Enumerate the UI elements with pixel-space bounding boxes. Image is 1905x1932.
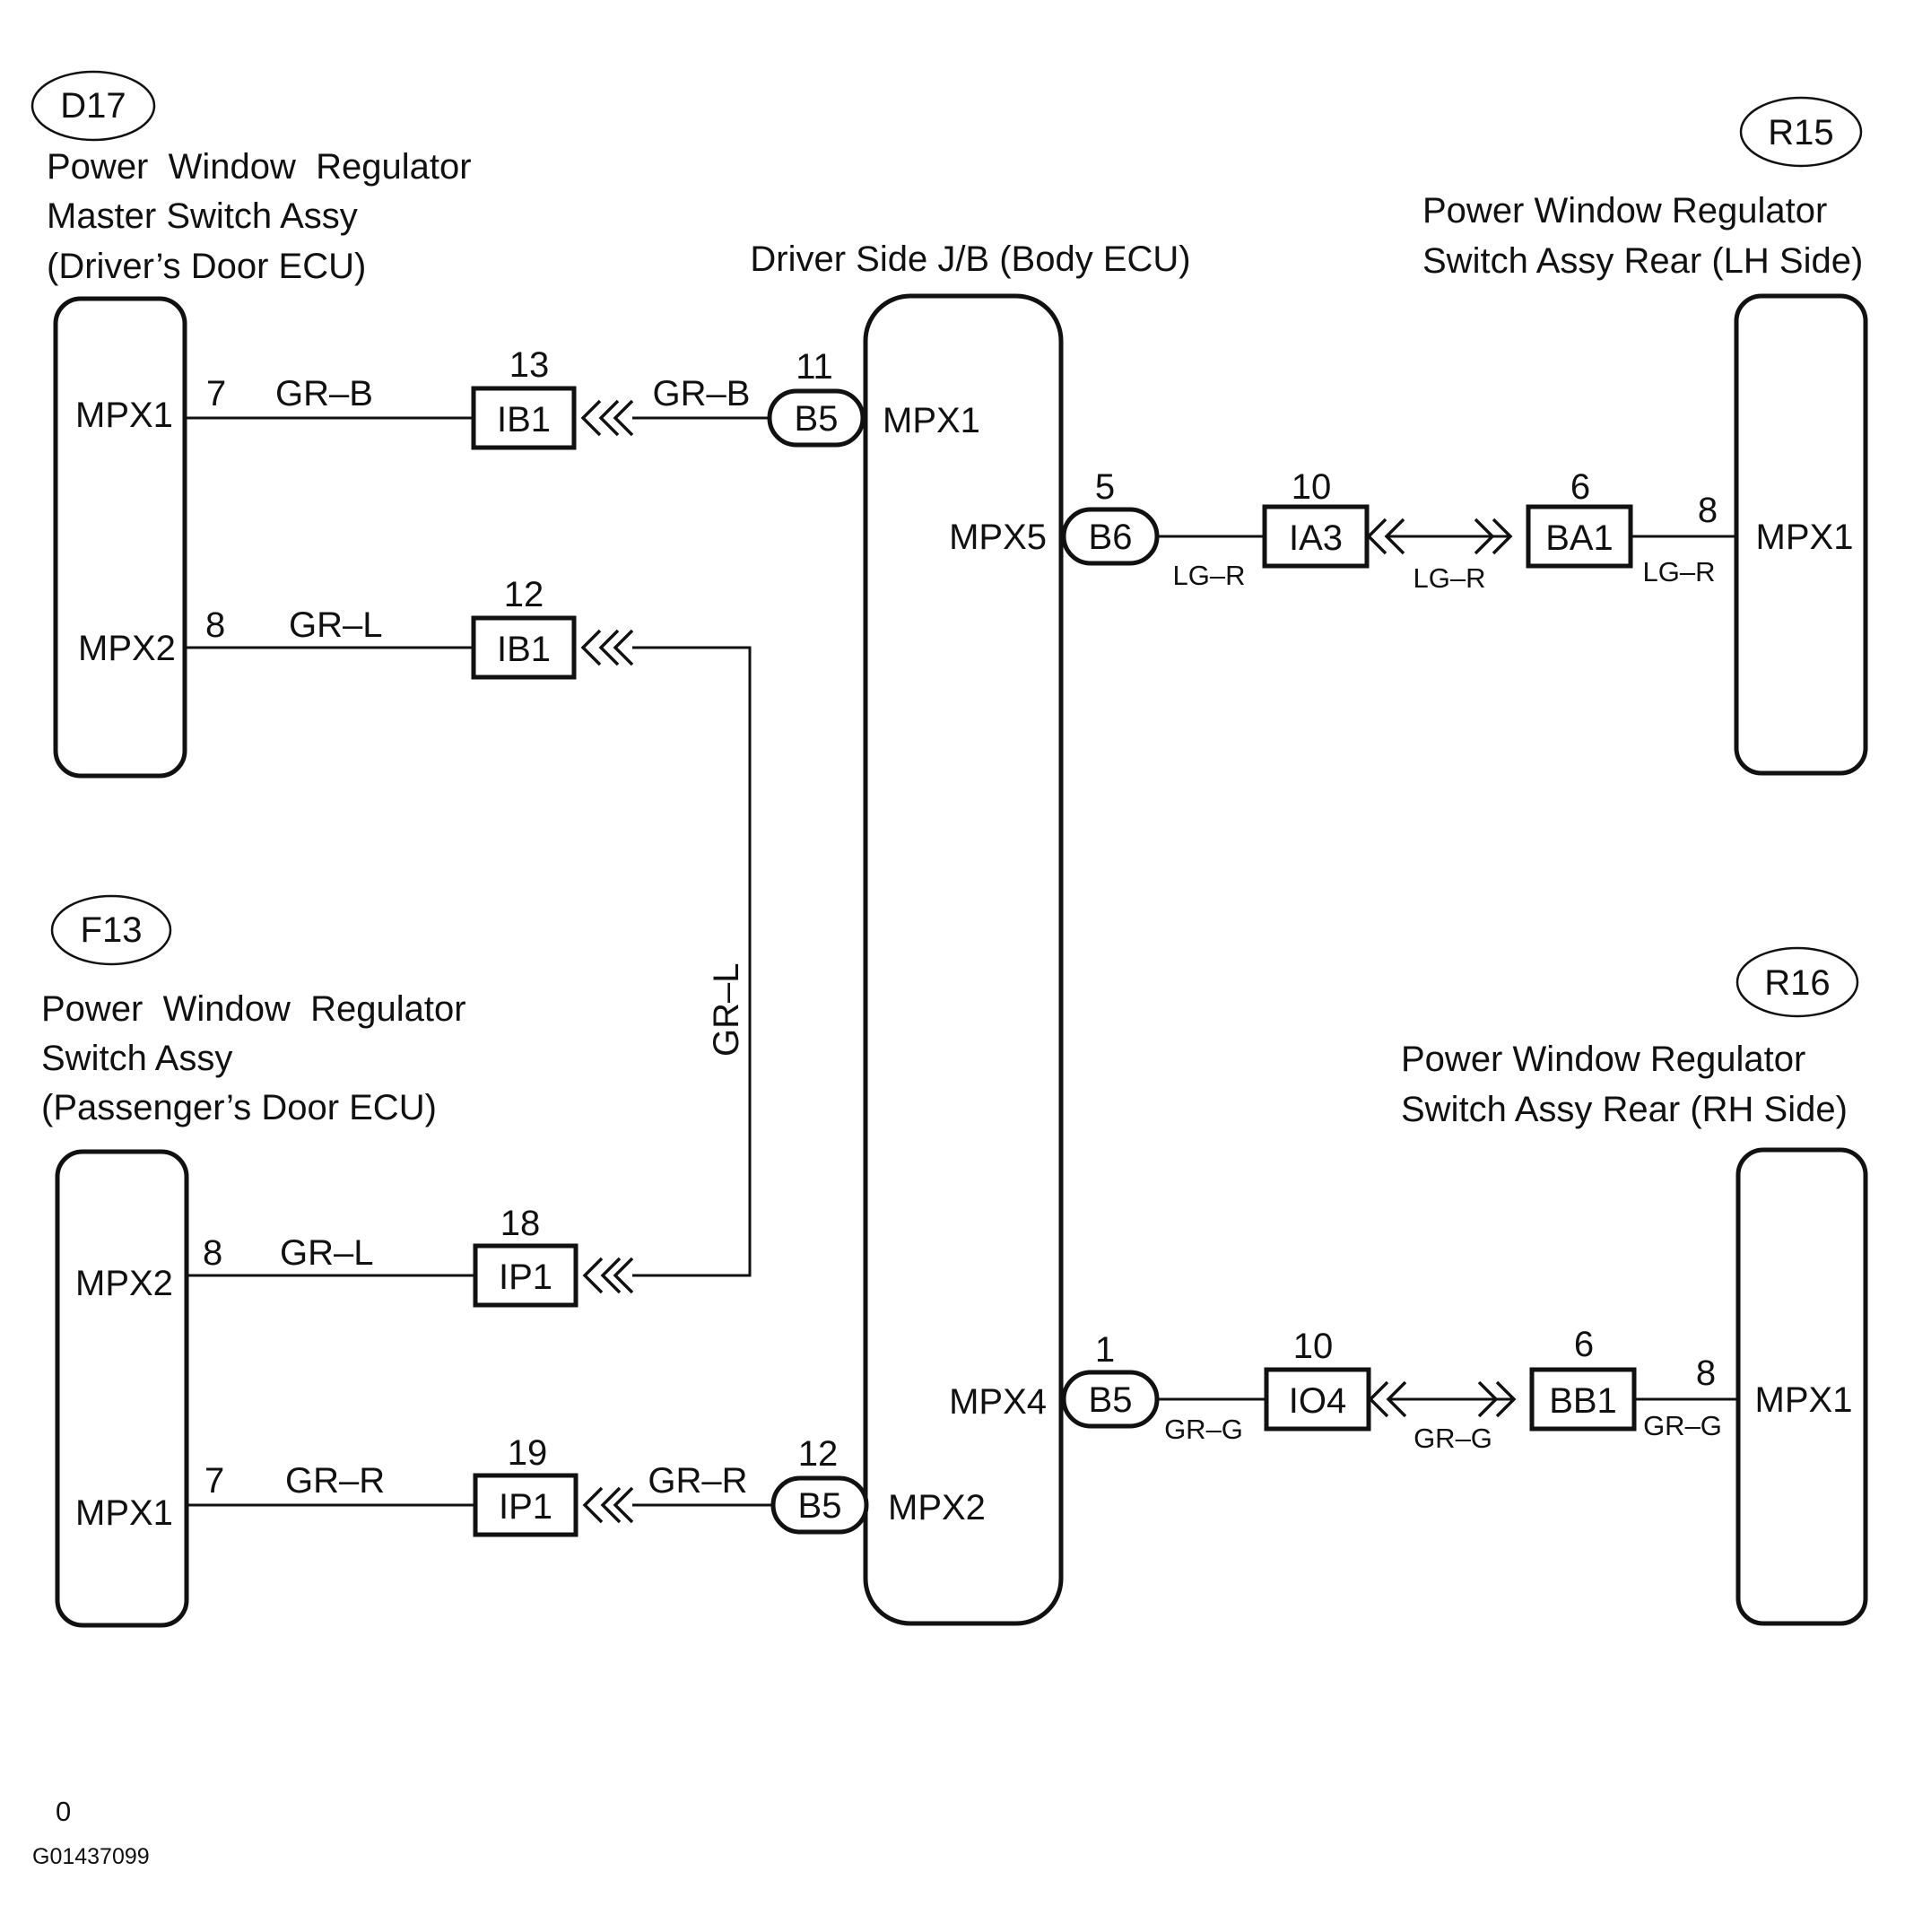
ba1-connector-label: BA1 (1545, 518, 1614, 558)
ib1-connector-13-label: IB1 (497, 400, 551, 439)
r16-wire-3-color: GR–G (1643, 1410, 1722, 1441)
r15-pin-mpx1-label: MPX1 (1756, 518, 1854, 557)
d17-ecu-box (53, 296, 187, 779)
f13-mpx1-pin-number: 7 (204, 1461, 224, 1501)
jb-plug-b5-mpx2 (770, 1475, 869, 1535)
jb-pin-mpx4-label: MPX4 (949, 1382, 1047, 1422)
jb-mpx1-wire-color: GR–B (653, 374, 751, 413)
ip1-connector-19 (473, 1473, 578, 1537)
r16-switch-box (1735, 1147, 1868, 1626)
r15-title-line-2: Switch Assy Rear (LH Side) (1422, 241, 1863, 281)
ib1-connector-13-pin: 13 (509, 345, 550, 385)
r16-title-line-2: Switch Assy Rear (RH Side) (1401, 1090, 1848, 1129)
jb-plug-b5-mpx2-pin: 12 (798, 1434, 839, 1474)
jb-pin-mpx5-label: MPX5 (949, 518, 1047, 557)
ip1-18-chevron-icon (582, 1257, 634, 1294)
ip1-connector-18-label: IP1 (499, 1258, 552, 1297)
ip1-connector-18 (473, 1243, 578, 1308)
r16-pin-mpx1-label: MPX1 (1755, 1380, 1853, 1420)
r16-wire-2-color: GR–G (1414, 1423, 1492, 1454)
io4-connector (1264, 1367, 1371, 1432)
d17-code: D17 (60, 86, 126, 126)
d17-pin-mpx1-label: MPX1 (75, 396, 173, 435)
f13-mpx2-pin-number: 8 (203, 1233, 222, 1273)
gr-l-bridge-wire (632, 646, 752, 1277)
r15-wire-3-color: LG–R (1643, 556, 1716, 587)
ba1-connector (1526, 504, 1633, 569)
jb-mpx2-wire-color: GR–R (648, 1461, 747, 1501)
f13-pin-mpx2-label: MPX2 (75, 1264, 173, 1303)
d17-mpx1-wire-color: GR–B (275, 374, 373, 413)
d17-code-oval (30, 70, 156, 142)
d17-pin-mpx2-label: MPX2 (78, 629, 176, 668)
r15-code-oval (1739, 96, 1863, 168)
r15-switch-box (1734, 293, 1868, 776)
jb-plug-b5-mpx1-pin: 11 (796, 347, 833, 387)
ia3-connector-pin: 10 (1292, 467, 1332, 507)
jb-plug-b6-mpx5-label: B6 (1089, 518, 1133, 557)
r16-code: R16 (1764, 963, 1830, 1003)
r16-title-line-1: Power Window Regulator (1401, 1040, 1805, 1079)
bb1-connector-label: BB1 (1549, 1381, 1617, 1421)
f13-title-line-2: Switch Assy (41, 1039, 232, 1078)
jb-plug-b5-mpx4-label: B5 (1089, 1380, 1133, 1420)
f13-title-line-1: Power Window Regulator (41, 989, 466, 1029)
r15-wire-2-color: LG–R (1414, 562, 1486, 594)
f13-mpx1-wire-color: GR–R (285, 1461, 385, 1501)
f13-code: F13 (81, 910, 143, 950)
d17-mpx2-wire-color: GR–L (289, 605, 383, 645)
f13-pin-mpx1-label: MPX1 (75, 1493, 173, 1533)
r16-pin-number: 8 (1696, 1353, 1716, 1393)
jb-pin-mpx2-label: MPX2 (888, 1488, 986, 1527)
r15-code: R15 (1768, 113, 1833, 152)
gr-l-bridge-wire-color: GR–L (707, 963, 746, 1057)
r16-wire-1-color: GR–G (1164, 1414, 1243, 1445)
ba1-connector-pin: 6 (1570, 467, 1590, 507)
r15-wire-1-color: LG–R (1173, 560, 1246, 591)
jb-plug-b5-mpx4-pin: 1 (1095, 1330, 1115, 1370)
r16-code-oval (1735, 946, 1859, 1018)
io4-connector-label: IO4 (1289, 1381, 1346, 1421)
ip1-connector-19-pin: 19 (508, 1433, 548, 1473)
ib1-connector-12-pin: 12 (504, 575, 544, 614)
ip1-19-chevron-icon (582, 1486, 634, 1524)
ip1-connector-18-pin: 18 (500, 1204, 541, 1243)
ip1-connector-19-label: IP1 (499, 1487, 552, 1527)
jb-plug-b5-mpx1-label: B5 (795, 399, 839, 439)
ia3-connector-label: IA3 (1289, 518, 1343, 558)
f13-title-line-3: (Passenger’s Door ECU) (41, 1088, 437, 1127)
f13-mpx2-wire-color: GR–L (280, 1233, 374, 1273)
jb-plug-b5-mpx1 (767, 388, 866, 448)
figure-id: G01437099 (32, 1844, 150, 1869)
d17-title-line-3: (Driver’s Door ECU) (47, 247, 366, 286)
bb1-chevron-icon (1477, 1380, 1517, 1418)
ib1-connector-13 (471, 386, 577, 450)
ib1-13-chevron-icon (580, 399, 634, 437)
ib1-12-chevron-icon (580, 629, 634, 666)
d17-title-line-1: Power Window Regulator (47, 147, 472, 187)
jb-title: Driver Side J/B (Body ECU) (750, 239, 1190, 279)
r15-title-line-1: Power Window Regulator (1422, 191, 1827, 231)
f13-ecu-box (55, 1149, 189, 1628)
jb-pin-mpx1-label: MPX1 (883, 401, 980, 440)
r15-pin-number: 8 (1698, 491, 1718, 530)
d17-mpx1-pin-number: 7 (206, 374, 226, 413)
jb-plug-b6-mpx5-pin: 5 (1095, 467, 1115, 507)
d17-mpx2-pin-number: 8 (205, 605, 225, 645)
d17-title-line-2: Master Switch Assy (47, 196, 358, 236)
ba1-chevron-icon (1474, 518, 1513, 555)
f13-code-oval (50, 894, 172, 966)
jb-body-ecu-box (863, 293, 1064, 1626)
ib1-connector-12 (471, 615, 577, 680)
bb1-connector-pin: 6 (1574, 1325, 1594, 1364)
ib1-connector-12-label: IB1 (497, 630, 551, 669)
io4-connector-pin: 10 (1293, 1327, 1334, 1366)
page-marker: 0 (56, 1796, 71, 1827)
jb-plug-b5-mpx2-label: B5 (798, 1486, 842, 1526)
